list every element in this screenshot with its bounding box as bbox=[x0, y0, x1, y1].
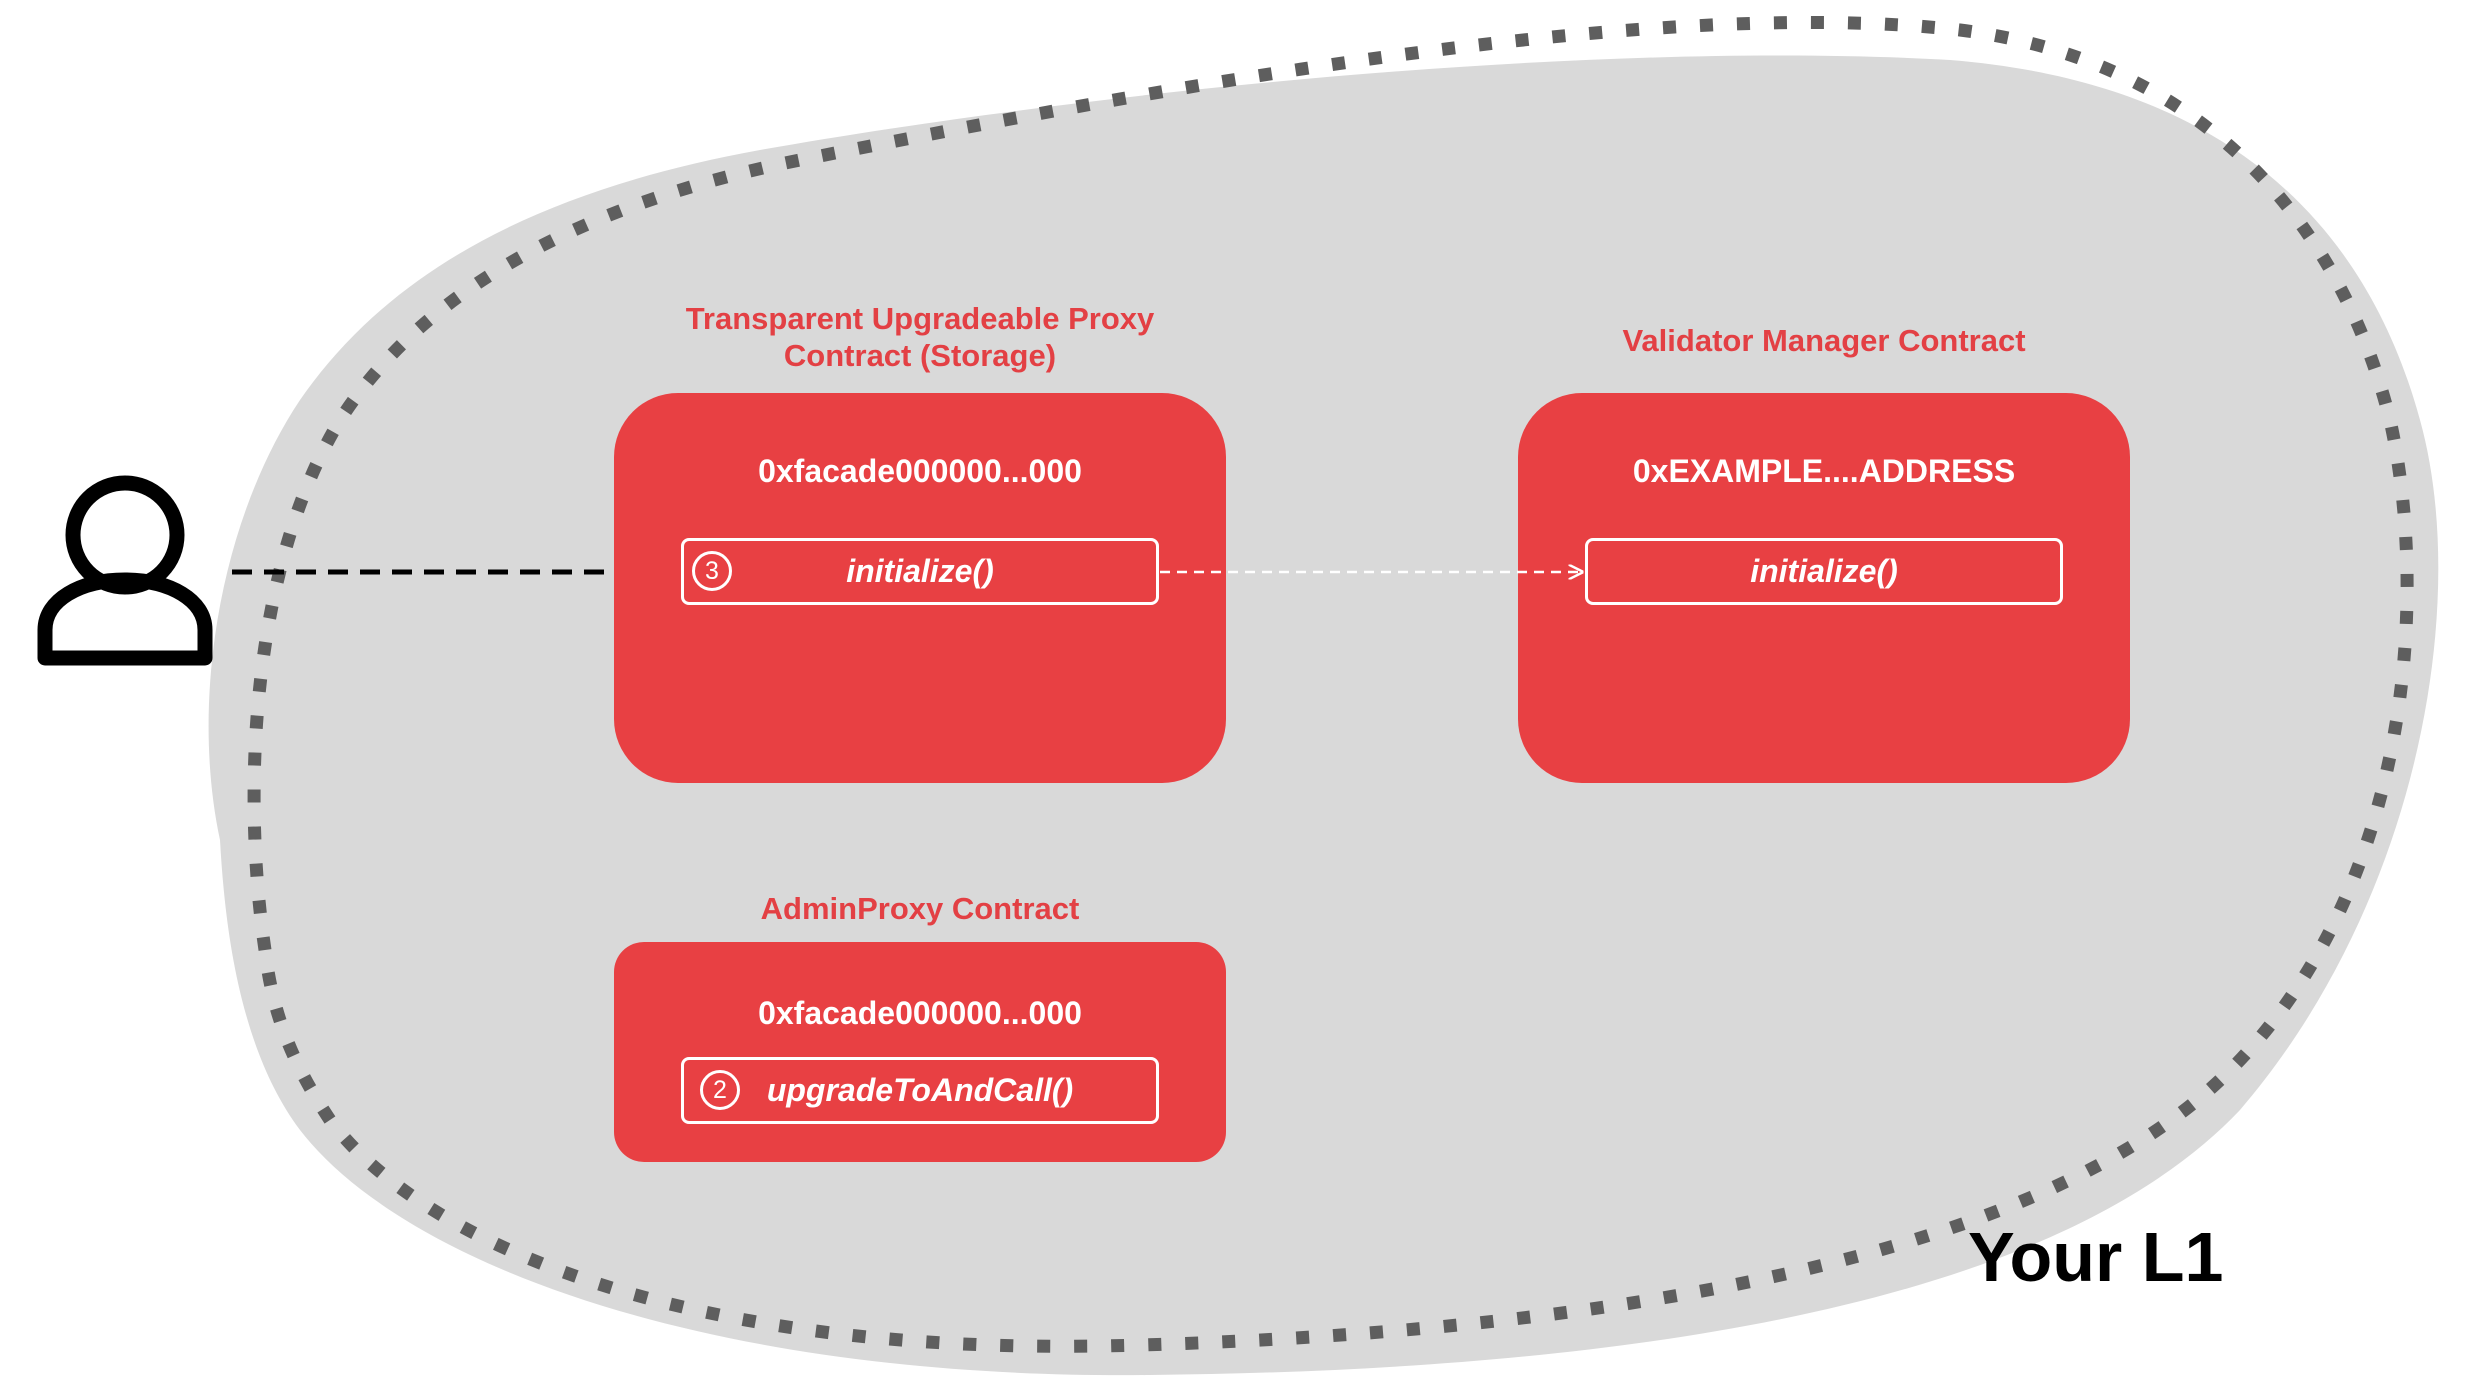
proxy-contract-box: 0xfacade000000...000 3 initialize() bbox=[614, 393, 1226, 783]
proxy-address: 0xfacade000000...000 bbox=[758, 453, 1082, 489]
validator-manager-box: 0xEXAMPLE....ADDRESS initialize() bbox=[1518, 393, 2130, 783]
admin-proxy-address: 0xfacade000000...000 bbox=[758, 995, 1082, 1031]
proxy-title-line1: Transparent Upgradeable Proxy bbox=[685, 301, 1155, 336]
step-2-badge: 2 bbox=[700, 1070, 740, 1110]
proxy-title-line2: Contract (Storage) bbox=[783, 338, 1057, 373]
admin-function-label: upgradeToAndCall() bbox=[766, 1072, 1074, 1108]
admin-proxy-title: AdminProxy Contract bbox=[760, 891, 1080, 926]
admin-proxy-box: 0xfacade000000...000 2 upgradeToAndCall(… bbox=[614, 942, 1226, 1162]
validator-function-label: initialize() bbox=[1750, 553, 1898, 589]
l1-region-label: Your L1 bbox=[1968, 1218, 2224, 1296]
proxy-function-label: initialize() bbox=[846, 553, 994, 589]
admin-upgrade-function[interactable]: 2 upgradeToAndCall() bbox=[681, 1057, 1159, 1124]
validator-manager-address: 0xEXAMPLE....ADDRESS bbox=[1632, 453, 2016, 489]
validator-manager-title: Validator Manager Contract bbox=[1622, 323, 2026, 358]
proxy-contract-title: Transparent Upgradeable Proxy Contract (… bbox=[615, 300, 1225, 374]
proxy-initialize-function[interactable]: 3 initialize() bbox=[681, 538, 1159, 605]
user-icon bbox=[37, 475, 213, 666]
validator-initialize-function[interactable]: initialize() bbox=[1585, 538, 2063, 605]
l1-region-boundary bbox=[247, 16, 2414, 1353]
step-3-badge: 3 bbox=[692, 551, 732, 591]
